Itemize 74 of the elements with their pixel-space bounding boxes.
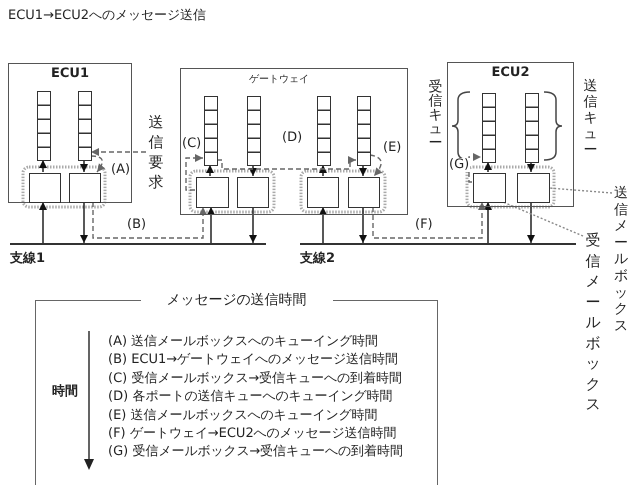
vertical-label: 受信メールボックス — [583, 230, 603, 420]
box-title: ゲートウェイ — [249, 73, 309, 86]
edge-label: (G) — [448, 158, 470, 172]
edge-label: (F) — [414, 218, 434, 232]
arrow — [370, 154, 382, 176]
edge-label: (B) — [126, 218, 148, 232]
panel-heading: メッセージの送信時間 — [140, 291, 332, 309]
arrow — [359, 165, 367, 176]
mailbox-box — [307, 177, 339, 208]
vertical-label: 送信メールボックス — [612, 185, 630, 337]
legend-item: (D) 各ポートの送信キューへのキューイング時間 — [108, 388, 392, 406]
queue — [247, 96, 261, 166]
mailbox-box — [517, 173, 550, 203]
box-title: ECU1 — [50, 66, 90, 81]
arrow — [206, 165, 214, 176]
vertical-label: 受信キュー — [428, 80, 444, 150]
vertical-label: 送信キュー — [582, 78, 598, 158]
edge-label: (C) — [181, 137, 202, 151]
legend-item: (F) ゲートウェイ→ECU2へのメッセージ送信時間 — [108, 425, 397, 442]
legend-item: (G) 受信メールボックス→受信キューへの到着時間 — [108, 443, 404, 460]
arrow — [527, 202, 535, 243]
ecu-box — [447, 62, 574, 207]
arrow — [207, 207, 215, 243]
bus-line — [10, 243, 266, 263]
queue — [317, 96, 331, 166]
legend-item: (B) ECU1→ゲートウェイへのメッセージ送信時間 — [108, 351, 398, 368]
queue — [37, 91, 51, 161]
queue — [525, 93, 539, 163]
mailbox-box — [348, 177, 380, 208]
mailbox-box — [473, 173, 506, 203]
arrow — [484, 162, 492, 172]
bus-label: 支線2 — [300, 250, 336, 267]
arrow — [39, 160, 47, 172]
leader-line — [548, 187, 612, 194]
ecu-box — [8, 63, 132, 203]
arrow — [80, 202, 88, 243]
arrow — [319, 207, 327, 243]
arrow — [217, 156, 356, 170]
gateway-box — [180, 68, 408, 215]
arrow — [484, 202, 492, 243]
queue — [482, 93, 496, 163]
diagram-title: ECU1→ECU2へのメッセージ送信 — [8, 7, 206, 24]
bus-label: 支線1 — [10, 250, 46, 267]
queue — [78, 91, 92, 161]
mailbox-box — [29, 173, 61, 203]
arrow — [80, 160, 88, 172]
legend-item: (C) 受信メールボックス→受信キューへの到着時間 — [108, 370, 402, 387]
arrow — [359, 207, 367, 243]
legend-item: (A) 送信メールボックスへのキューイング時間 — [108, 333, 378, 350]
arrow — [319, 165, 327, 176]
arrow — [92, 202, 207, 239]
queue — [204, 96, 218, 166]
mailbox-box — [69, 173, 101, 203]
arrow — [91, 148, 146, 156]
vertical-label: 送信要求 — [146, 112, 166, 196]
arrow — [39, 202, 47, 243]
arrow — [90, 155, 106, 172]
edge-label: (A) — [110, 163, 132, 177]
arrow — [527, 162, 535, 172]
legend-item: (E) 送信メールボックスへのキューイング時間 — [108, 406, 378, 424]
arrow — [249, 207, 257, 243]
axis-label: 時間 — [52, 383, 78, 400]
edge-label: (E) — [382, 141, 402, 155]
mailbox-box — [237, 177, 269, 208]
arrow — [249, 165, 257, 176]
leader-line — [502, 201, 584, 237]
mailbox-box — [196, 177, 229, 208]
bus-line — [300, 243, 576, 263]
arrow — [468, 153, 481, 183]
arrow — [372, 202, 486, 239]
arrow — [185, 154, 203, 191]
queue — [357, 96, 371, 166]
box-title: ECU2 — [490, 65, 531, 80]
edge-label: (D) — [281, 131, 304, 145]
